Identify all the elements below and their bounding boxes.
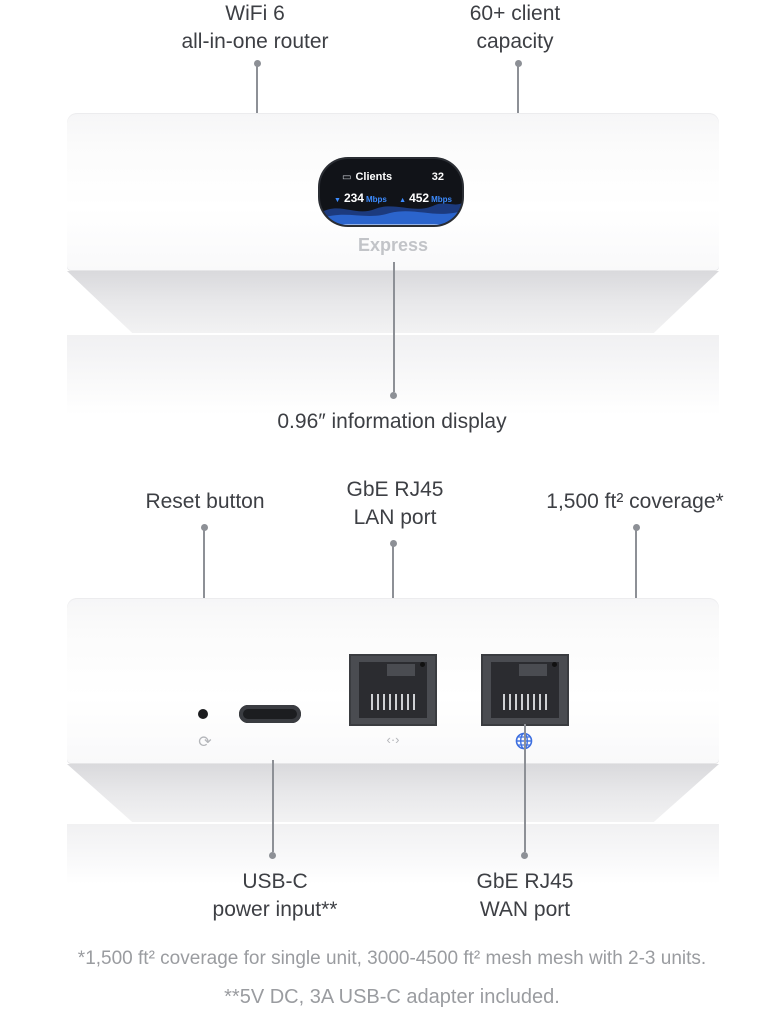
leader-line [524, 724, 526, 852]
router-base [67, 764, 719, 822]
down-arrow-icon: ▼ [334, 197, 341, 204]
adapter-footnote: **5V DC, 3A USB-C adapter included. [224, 986, 560, 1008]
router-back-view: ⟳ ‹·› [67, 598, 719, 888]
usb-c-port [239, 705, 301, 723]
lan-arrows-icon: ‹·› [386, 732, 400, 747]
reset-icon: ⟳ [198, 734, 212, 751]
clients-label: Clients [355, 171, 393, 183]
reset-pinhole[interactable] [198, 709, 208, 719]
wan-port-label: GbE RJ45 WAN port [476, 870, 574, 921]
wifi-label: WiFi 6 all-in-one router [181, 2, 329, 53]
leader-line [393, 262, 395, 392]
reset-button-label: Reset button [145, 490, 265, 513]
display-label: 0.96″ information display [277, 410, 507, 433]
leader-dot [521, 852, 528, 859]
lan-port-label: GbE RJ45 LAN port [346, 478, 444, 529]
traffic-wave-graphic [320, 203, 462, 225]
brand-logo: Express [357, 235, 429, 255]
clients-count: 32 [431, 171, 444, 183]
wan-port [481, 654, 569, 726]
leader-line [272, 760, 274, 852]
leader-line [256, 63, 258, 115]
clients-row: ▭Clients [342, 171, 392, 183]
router-reflection [67, 824, 719, 884]
coverage-label: 1,500 ft² coverage* [546, 490, 724, 513]
coverage-footnote: *1,500 ft² coverage for single unit, 300… [77, 948, 707, 969]
client-capacity-label: 60+ client capacity [469, 2, 561, 53]
leader-line [517, 63, 519, 115]
usb-c-label: USB-C power input** [212, 870, 338, 921]
lan-port [349, 654, 437, 726]
leader-line [635, 527, 637, 599]
leader-dot [269, 852, 276, 859]
leader-dot [390, 392, 397, 399]
clients-icon: ▭ [342, 172, 352, 183]
up-arrow-icon: ▲ [399, 197, 407, 204]
